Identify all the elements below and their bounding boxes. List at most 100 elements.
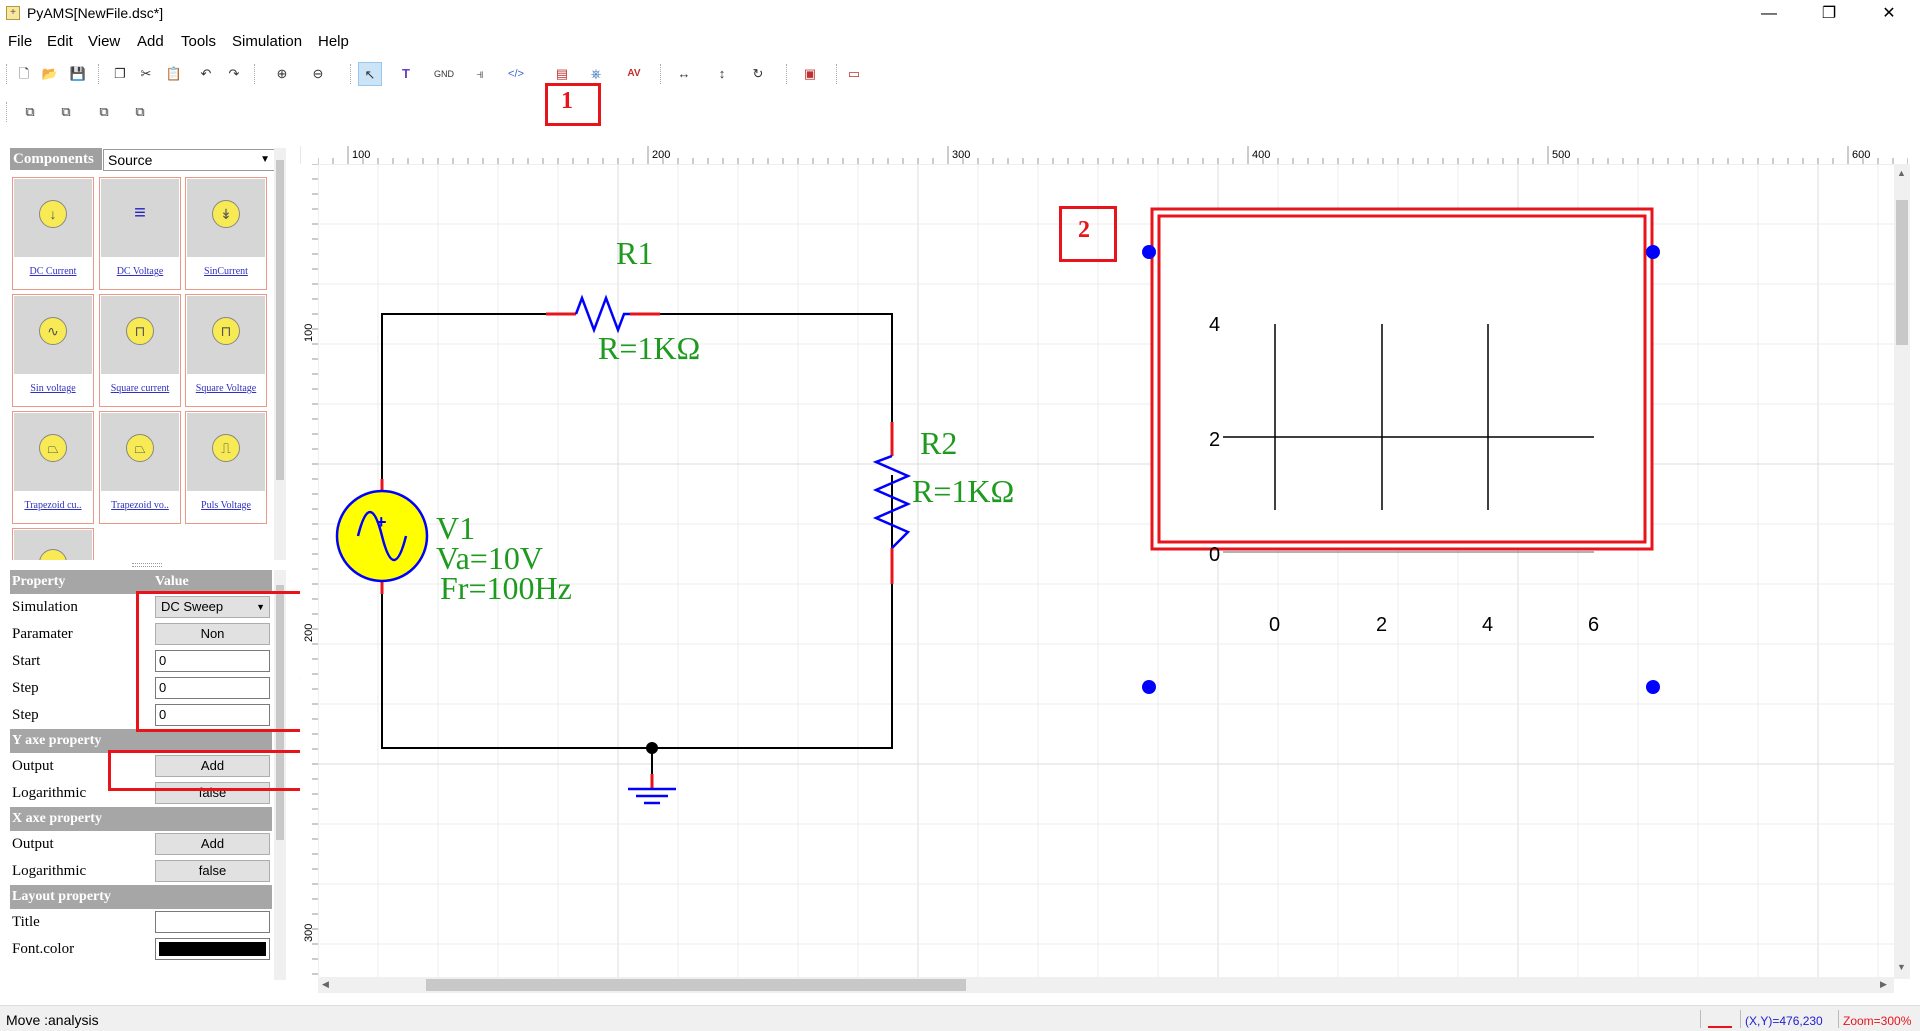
resistor-r1-symbol[interactable]: [574, 294, 630, 334]
step-input[interactable]: 0: [155, 677, 270, 699]
bring-front-icon[interactable]: ⧉: [25, 104, 35, 119]
font-color-swatch: [159, 942, 266, 956]
scroll-up-icon[interactable]: ▲: [1897, 168, 1906, 178]
analysis-tool-icon[interactable]: ▤: [555, 66, 569, 81]
x-logarithmic-toggle[interactable]: false: [155, 860, 270, 882]
ground-tool-icon[interactable]: GND: [434, 69, 454, 79]
component-square-current[interactable]: ⊓ Square current: [99, 294, 181, 407]
rotate-icon[interactable]: ↻: [752, 66, 764, 81]
properties-header: Property Value: [10, 570, 272, 594]
component-sin-voltage[interactable]: ∿ Sin voltage: [12, 294, 94, 407]
wire-color-indicator: [1708, 1014, 1732, 1028]
component-dc-current[interactable]: ↓ DC Current: [12, 177, 94, 290]
menu-view[interactable]: View: [88, 33, 121, 50]
run-simulation-icon[interactable]: AV: [627, 68, 641, 79]
close-button[interactable]: ✕: [1882, 5, 1896, 22]
prop-row-y-output: Output Add: [10, 753, 272, 780]
panel-splitter[interactable]: [132, 563, 162, 567]
stop-input[interactable]: 0: [155, 704, 270, 726]
zoom-in-icon[interactable]: ⊕: [276, 66, 288, 81]
flip-horizontal-icon[interactable]: ↔: [677, 66, 691, 81]
component-square-voltage[interactable]: ⊓ Square Voltage: [185, 294, 267, 407]
plot-x-tick-6: 6: [1588, 614, 1599, 636]
zoom-out-icon[interactable]: ⊖: [312, 66, 324, 81]
plus-icon: +: [376, 512, 387, 532]
resize-handle-top-left[interactable]: [1142, 245, 1156, 259]
component-sin-current[interactable]: ↡ SinCurrent: [185, 177, 267, 290]
component-trapezoid-voltage[interactable]: ⏢ Trapezoid vo..: [99, 411, 181, 524]
components-scrollbar-thumb[interactable]: [276, 160, 284, 480]
scroll-right-icon[interactable]: ▶: [1880, 979, 1887, 989]
voltage-source-v1-symbol[interactable]: +: [335, 489, 429, 583]
canvas-vertical-scrollbar[interactable]: [1894, 164, 1910, 979]
component-next[interactable]: [12, 528, 94, 560]
restore-button[interactable]: ❐: [1821, 5, 1837, 22]
paste-icon[interactable]: 📋: [165, 66, 183, 81]
stop-icon[interactable]: ▭: [847, 66, 861, 81]
cut-icon[interactable]: ✂: [140, 66, 152, 81]
send-back-icon[interactable]: ⧉: [61, 104, 71, 119]
r1-name-label: R1: [616, 235, 653, 271]
selection-handles: [1142, 245, 1660, 694]
r2-value-label: R=1KΩ: [912, 473, 1014, 509]
open-folder-icon[interactable]: 📂: [41, 66, 59, 81]
properties-panel: Property Value Simulation DC Sweep ▼ Par…: [10, 570, 272, 980]
title-input[interactable]: [155, 911, 270, 933]
font-color-picker[interactable]: [155, 938, 270, 960]
dc-current-icon: ↓: [39, 200, 67, 228]
resize-handle-top-right[interactable]: [1646, 245, 1660, 259]
canvas-vertical-scrollbar-thumb[interactable]: [1896, 200, 1908, 345]
resize-handle-bottom-right[interactable]: [1646, 680, 1660, 694]
chevron-down-icon: ▼: [256, 602, 265, 612]
pointer-icon[interactable]: ↖: [358, 62, 382, 86]
canvas-horizontal-scrollbar-thumb[interactable]: [426, 979, 966, 991]
menu-simulation[interactable]: Simulation: [232, 33, 303, 50]
y-output-add-button[interactable]: Add: [155, 755, 270, 777]
annotation-box-2: [1059, 206, 1117, 262]
resize-handle-bottom-left[interactable]: [1142, 680, 1156, 694]
component-category-select[interactable]: Source ▼: [103, 149, 276, 171]
component-dc-voltage[interactable]: ≡ DC Voltage: [99, 177, 181, 290]
export-icon[interactable]: ▣: [803, 66, 817, 81]
menu-file[interactable]: File: [8, 33, 33, 50]
main-toolbar: 🗋 📂 💾 ❐ ✂ 📋 ↶ ↷ ⊕ ⊖ ↖ T GND ⫣ </> ▤ ⎈ AV…: [0, 58, 1920, 92]
component-trapezoid-current[interactable]: ⏢ Trapezoid cu..: [12, 411, 94, 524]
menu-tools[interactable]: Tools: [181, 33, 217, 50]
probe-tool-icon[interactable]: ⫣: [476, 66, 484, 81]
menu-help[interactable]: Help: [318, 33, 349, 50]
send-backward-icon[interactable]: ⧉: [135, 104, 145, 119]
horizontal-ruler: 100 200 300 400 500 600: [318, 146, 1908, 164]
analysis-plot[interactable]: 4 2 0 0 2 4 6: [1150, 207, 1654, 636]
paramater-button[interactable]: Non: [155, 623, 270, 645]
prop-row-simulation: Simulation DC Sweep ▼: [10, 594, 272, 621]
menu-edit[interactable]: Edit: [47, 33, 73, 50]
minimize-button[interactable]: —: [1761, 5, 1777, 22]
text-tool-icon[interactable]: T: [402, 66, 410, 81]
square-voltage-icon: ⊓: [212, 317, 240, 345]
simulation-type-select[interactable]: DC Sweep ▼: [155, 596, 270, 618]
menu-add[interactable]: Add: [137, 33, 164, 50]
trapezoid-current-icon: ⏢: [39, 434, 67, 462]
save-icon[interactable]: 💾: [69, 66, 87, 81]
ruler-tick-100: 100: [352, 149, 370, 161]
copy-icon[interactable]: ❐: [114, 66, 126, 81]
ground-symbol[interactable]: [628, 787, 676, 805]
ruler-tick-v300: 300: [303, 924, 315, 942]
properties-scrollbar-thumb[interactable]: [276, 585, 284, 840]
resistor-r2-symbol[interactable]: [872, 454, 912, 549]
redo-icon[interactable]: ↷: [228, 66, 240, 81]
scroll-left-icon[interactable]: ◀: [322, 979, 329, 989]
bring-forward-icon[interactable]: ⧉: [99, 104, 109, 119]
r2-name-label: R2: [920, 425, 957, 461]
start-input[interactable]: 0: [155, 650, 270, 672]
x-output-add-button[interactable]: Add: [155, 833, 270, 855]
new-file-icon[interactable]: 🗋: [18, 66, 30, 81]
python-icon[interactable]: ⎈: [590, 66, 602, 81]
flip-vertical-icon[interactable]: ↕: [718, 66, 726, 81]
zoom-level: Zoom=300%: [1843, 1014, 1912, 1028]
component-puls-voltage[interactable]: ⎍ Puls Voltage: [185, 411, 267, 524]
scroll-down-icon[interactable]: ▼: [1897, 962, 1906, 972]
code-tool-icon[interactable]: </>: [508, 68, 524, 80]
cursor-coordinates: (X,Y)=476,230: [1745, 1014, 1823, 1028]
undo-icon[interactable]: ↶: [200, 66, 212, 81]
